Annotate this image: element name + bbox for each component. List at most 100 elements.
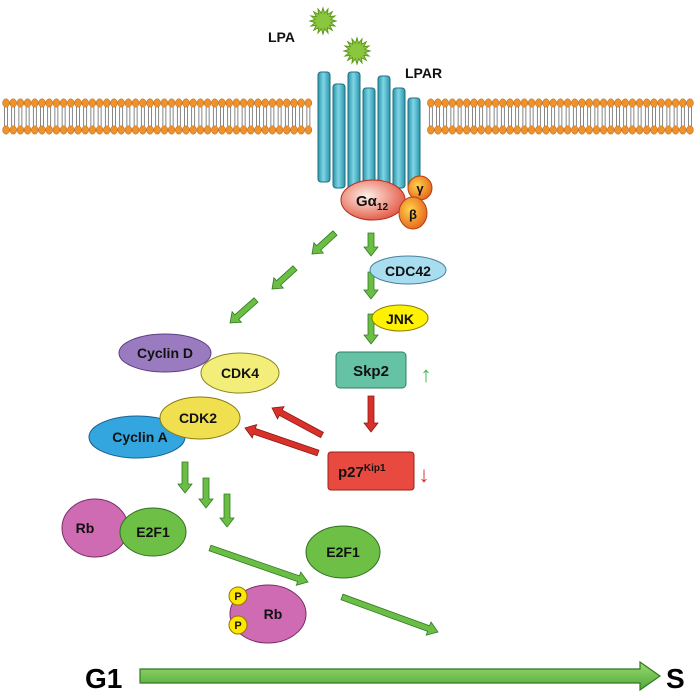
lipid-head <box>542 98 550 108</box>
lipid-head <box>448 98 457 108</box>
lipid-head <box>225 98 233 108</box>
g-beta-label: β <box>409 207 417 222</box>
activation-arrow <box>311 230 338 255</box>
lipid-head <box>679 125 687 135</box>
lipid-head <box>549 98 557 108</box>
cdk4-label: CDK4 <box>221 365 259 381</box>
lipid-head <box>131 125 140 135</box>
lipid-head <box>175 125 183 135</box>
lipid-head <box>513 98 521 108</box>
lipid-head <box>110 98 118 108</box>
g-alpha-label: Gα12 <box>356 193 388 213</box>
lipid-head <box>686 125 694 135</box>
lipid-head <box>635 98 644 108</box>
lipid-head <box>491 98 500 108</box>
tm-helix <box>407 97 421 189</box>
lipid-head <box>290 125 298 135</box>
lpa-ligand <box>342 36 372 66</box>
lpar-label: LPAR <box>405 65 442 81</box>
lipid-head <box>31 98 39 108</box>
lipid-head <box>81 125 89 135</box>
rb-node <box>61 498 129 558</box>
lipid-head <box>211 125 219 135</box>
lipid-head <box>74 98 82 108</box>
lipid-head <box>74 125 82 135</box>
lipid-head <box>95 98 104 108</box>
lipid-head <box>664 98 673 108</box>
cdk2-label: CDK2 <box>179 410 217 426</box>
cell-membrane <box>2 98 694 135</box>
lipid-head <box>643 125 651 135</box>
lipid-head <box>117 125 125 135</box>
progression-arrow <box>340 593 439 636</box>
lipid-head <box>434 98 442 108</box>
activation-arrow <box>271 265 298 290</box>
lipid-head <box>167 125 176 135</box>
lipid-head <box>427 125 435 135</box>
tm-helix <box>377 75 391 189</box>
lipid-head <box>686 98 694 108</box>
activation-arrow <box>219 493 235 528</box>
lipid-head <box>67 125 75 135</box>
lipid-head <box>88 125 97 135</box>
lipid-head <box>95 125 104 135</box>
lipid-head <box>470 98 478 108</box>
lipid-head <box>103 98 111 108</box>
lipid-head <box>139 98 147 108</box>
cell-cycle-progression-arrow <box>139 660 662 692</box>
lipid-head <box>520 125 529 135</box>
lipid-head <box>153 98 161 108</box>
lipid-head <box>9 98 17 108</box>
lipid-head <box>16 98 25 108</box>
lipid-head <box>139 125 147 135</box>
lipid-head <box>477 125 485 135</box>
lipid-head <box>67 98 75 108</box>
lipid-head <box>304 125 313 135</box>
lipid-head <box>643 98 651 108</box>
lipid-head <box>275 98 284 108</box>
e2f1-free-label: E2F1 <box>326 544 360 560</box>
lipid-head <box>650 98 658 108</box>
jnk-node <box>371 304 429 332</box>
lipid-head <box>45 98 53 108</box>
lipid-head <box>23 98 32 108</box>
lipid-head <box>211 98 219 108</box>
lipid-head <box>671 98 680 108</box>
cdc42-label: CDC42 <box>385 263 431 279</box>
lipid-head <box>31 125 39 135</box>
lipid-head <box>110 125 118 135</box>
lipid-head <box>232 125 241 135</box>
lipid-head <box>254 125 262 135</box>
lipid-head <box>563 125 572 135</box>
lipid-head <box>599 125 608 135</box>
lipid-head <box>607 125 615 135</box>
lipid-head <box>52 125 61 135</box>
cdk2-node <box>159 396 241 440</box>
activation-arrow <box>198 477 214 509</box>
phase-g1-label: G1 <box>85 663 122 694</box>
lipid-head <box>218 98 226 108</box>
lipid-head <box>247 125 255 135</box>
lipid-head <box>268 98 277 108</box>
inhibition-arrow <box>244 424 320 457</box>
lipid-head <box>477 98 485 108</box>
lipid-head <box>434 125 442 135</box>
rb-label: Rb <box>76 520 95 536</box>
lipid-head <box>117 98 125 108</box>
lipid-head <box>124 98 133 108</box>
cyclin-d-node <box>118 333 212 373</box>
lipid-head <box>268 125 277 135</box>
lipid-head <box>189 98 197 108</box>
tm-helix <box>332 83 346 189</box>
tm-helix <box>392 87 406 189</box>
lipid-head <box>261 125 269 135</box>
lipid-head <box>160 125 169 135</box>
lipid-head <box>131 98 140 108</box>
p27-node <box>327 451 415 491</box>
lipid-head <box>2 125 10 135</box>
lipid-head <box>499 125 507 135</box>
lipid-head <box>463 98 471 108</box>
lipid-head <box>513 125 521 135</box>
lipid-head <box>484 98 493 108</box>
